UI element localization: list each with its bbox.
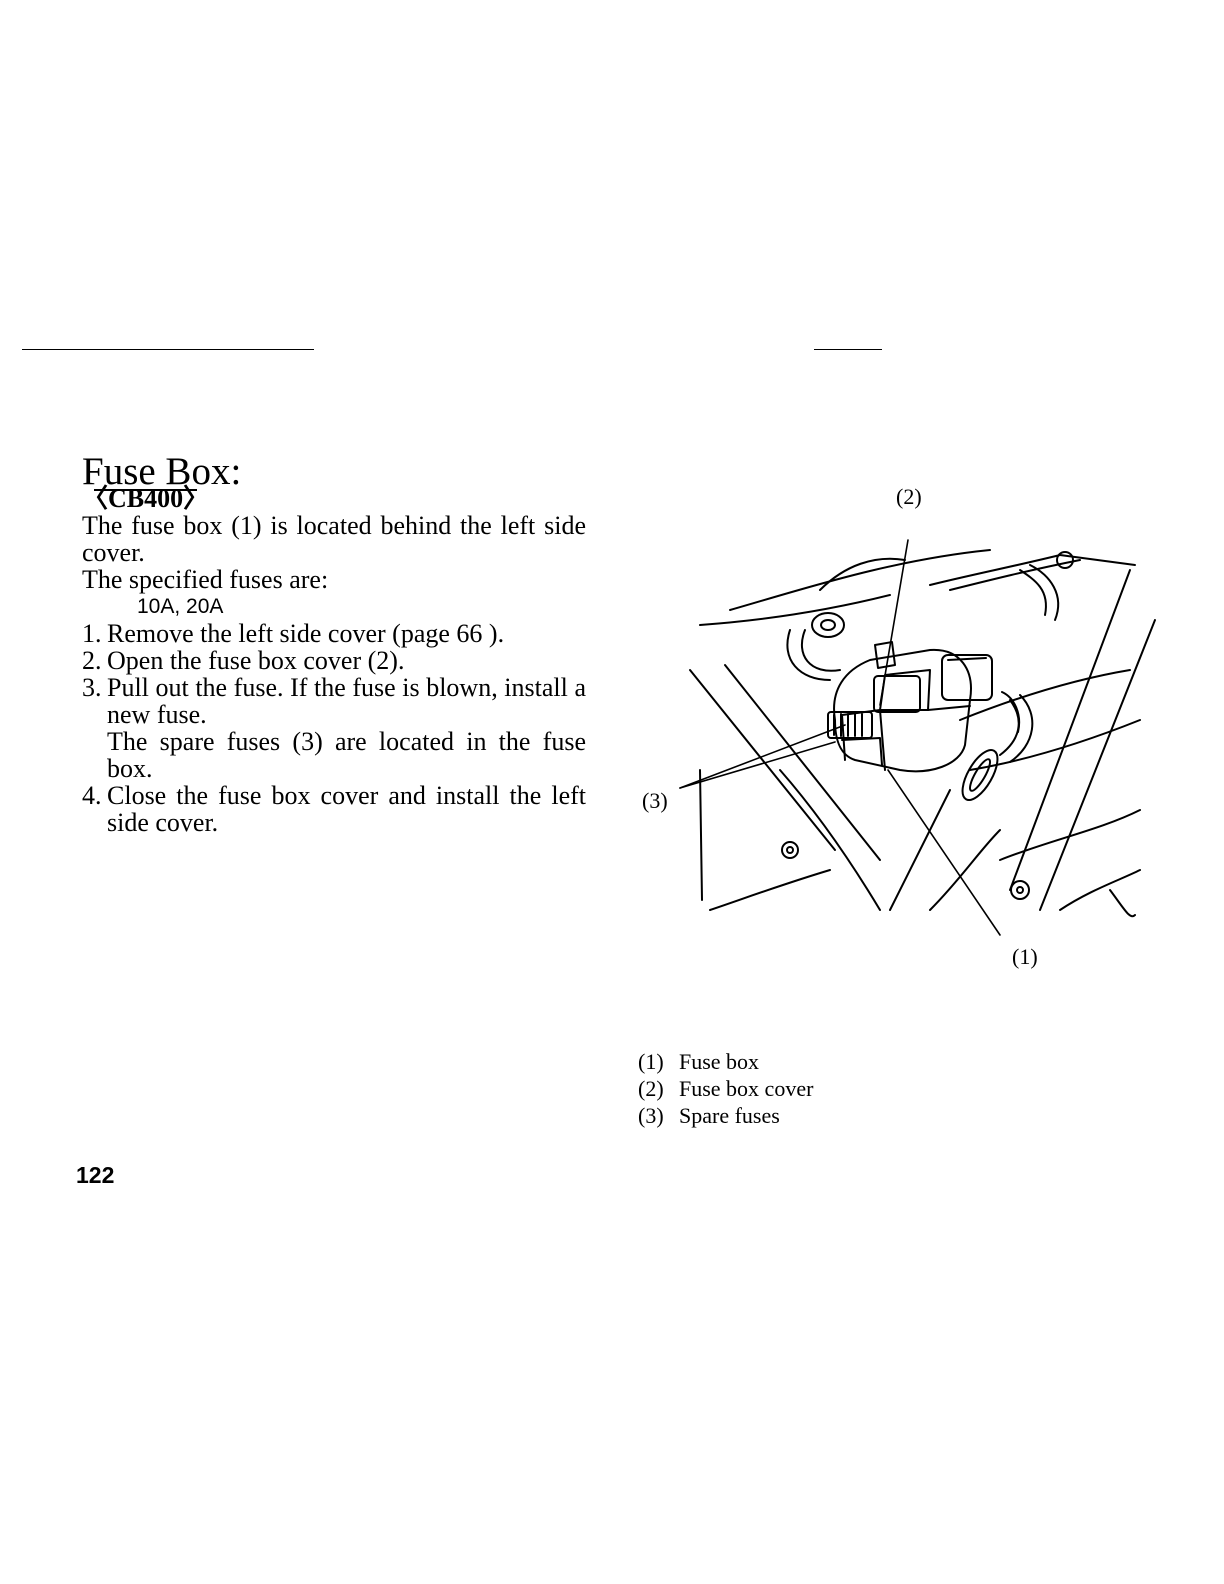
model-tag-row: 〈CB400〉 <box>82 485 586 512</box>
step-item: 2.Open the fuse box cover (2). <box>82 647 586 674</box>
step-item: 4.Close the fuse box cover and install t… <box>82 782 586 836</box>
step-number: 3. <box>82 673 102 702</box>
step-text: Remove the left side cover (page 66 ). <box>107 619 505 648</box>
legend-label: Fuse box <box>679 1049 760 1074</box>
legend-label: Spare fuses <box>679 1103 780 1128</box>
step-item: 3.Pull out the fuse. If the fuse is blow… <box>82 674 586 782</box>
intro-text: The fuse box (1) is located behind the l… <box>82 511 586 567</box>
fuse-values: 10A, 20A <box>137 595 224 618</box>
step-item: 1.Remove the left side cover (page 66 ). <box>82 620 586 647</box>
step-number: 1. <box>82 619 102 648</box>
step-note: The spare fuses (3) are located in the f… <box>107 727 586 783</box>
legend-number: (2) <box>638 1076 664 1101</box>
legend-label: Fuse box cover <box>679 1076 814 1101</box>
step-text: Open the fuse box cover (2). <box>107 646 405 675</box>
model-tag: 〈CB400〉 <box>82 485 209 512</box>
steps-list: 1.Remove the left side cover (page 66 ).… <box>82 620 586 836</box>
page-number: 122 <box>76 1162 115 1188</box>
fuses-intro: The specified fuses are: <box>82 565 329 594</box>
step-text: Pull out the fuse. If the fuse is blown,… <box>107 673 586 729</box>
fuse-box-illustration <box>679 539 1156 936</box>
top-rule-left <box>22 349 314 350</box>
legend-number: (3) <box>638 1103 664 1128</box>
top-rule-right <box>814 349 882 350</box>
legend-number: (1) <box>638 1049 664 1074</box>
callout-fuse-box: (1) <box>1012 944 1038 969</box>
step-text: Close the fuse box cover and install the… <box>107 781 586 837</box>
legend-item: (2) Fuse box cover <box>638 1075 813 1102</box>
legend-item: (3) Spare fuses <box>638 1102 813 1129</box>
section-heading: Fuse Box: <box>82 450 242 493</box>
instructions-column: Fuse Box: 〈CB400〉 The fuse box (1) is lo… <box>82 450 586 836</box>
figure-legend: (1) Fuse box (2) Fuse box cover (3) Spare f… <box>638 1048 813 1129</box>
callout-fuse-box-cover: (2) <box>896 484 922 509</box>
callout-spare-fuses: (3) <box>642 788 668 813</box>
step-number: 4. <box>82 781 102 810</box>
step-number: 2. <box>82 646 102 675</box>
legend-item: (1) Fuse box <box>638 1048 813 1075</box>
model-tag-overline <box>94 489 198 491</box>
